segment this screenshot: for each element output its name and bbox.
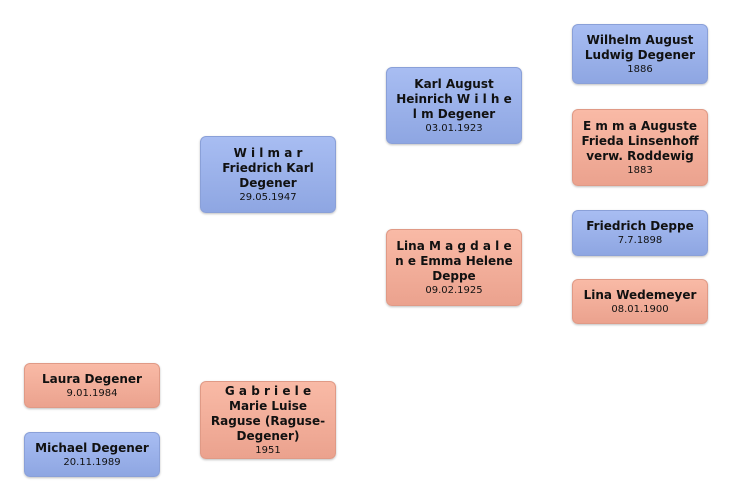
person-name: Karl August Heinrich W i l h e l m Degen…: [396, 76, 512, 121]
person-wilmar[interactable]: W i l m a r Friedrich Karl Degener 29.05…: [200, 136, 336, 213]
person-name: E m m a Auguste Frieda Linsenhoff verw. …: [581, 118, 699, 163]
person-emma-auguste[interactable]: E m m a Auguste Frieda Linsenhoff verw. …: [572, 109, 708, 186]
person-name: W i l m a r Friedrich Karl Degener: [222, 145, 314, 190]
person-karl-august[interactable]: Karl August Heinrich W i l h e l m Degen…: [386, 67, 522, 144]
person-lina-magdalene[interactable]: Lina M a g d a l e n e Emma Helene Deppe…: [386, 229, 522, 306]
person-date: 03.01.1923: [425, 122, 483, 134]
person-name: Lina M a g d a l e n e Emma Helene Deppe: [395, 238, 513, 283]
person-date: 20.11.1989: [63, 456, 121, 468]
person-date: 29.05.1947: [239, 191, 297, 203]
person-date: 1951: [255, 444, 281, 456]
person-name: Michael Degener: [35, 440, 149, 455]
person-name: G a b r i e l e Marie Luise Raguse (Ragu…: [210, 383, 326, 443]
person-name: Lina Wedemeyer: [583, 287, 697, 302]
person-date: 1886: [627, 63, 653, 75]
person-michael[interactable]: Michael Degener 20.11.1989: [24, 432, 160, 477]
person-date: 7.7.1898: [617, 235, 663, 246]
person-wilhelm-august[interactable]: Wilhelm August Ludwig Degener 1886: [572, 24, 708, 84]
person-date: 1883: [627, 164, 653, 176]
person-laura[interactable]: Laura Degener 9.01.1984: [24, 363, 160, 408]
person-date: 09.02.1925: [425, 284, 483, 296]
person-date: 08.01.1900: [611, 303, 669, 315]
person-name: Friedrich Deppe: [586, 219, 694, 233]
person-friedrich-deppe[interactable]: Friedrich Deppe 7.7.1898: [572, 210, 708, 256]
person-gabriele[interactable]: G a b r i e l e Marie Luise Raguse (Ragu…: [200, 381, 336, 459]
person-name: Laura Degener: [42, 371, 142, 386]
person-lina-wedemeyer[interactable]: Lina Wedemeyer 08.01.1900: [572, 279, 708, 324]
person-date: 9.01.1984: [66, 387, 118, 399]
person-name: Wilhelm August Ludwig Degener: [584, 32, 696, 62]
